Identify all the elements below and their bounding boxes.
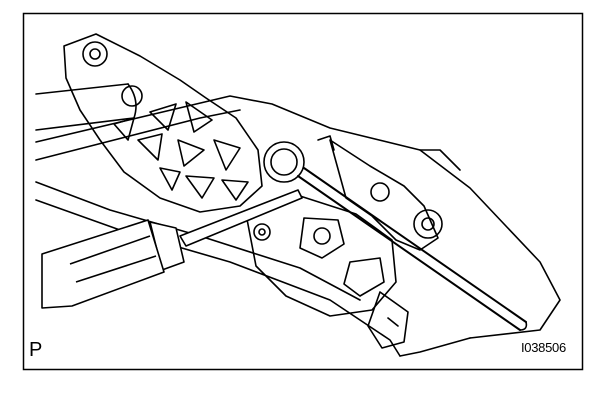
figure-id: I038506 xyxy=(521,340,566,355)
lower-mount xyxy=(245,195,409,349)
panel-letter: P xyxy=(29,339,43,361)
box-end-wrench xyxy=(263,141,528,331)
figure-frame xyxy=(22,12,584,371)
pipe xyxy=(35,83,137,131)
screwdriver xyxy=(41,189,303,309)
lattice-bracket xyxy=(63,33,263,213)
